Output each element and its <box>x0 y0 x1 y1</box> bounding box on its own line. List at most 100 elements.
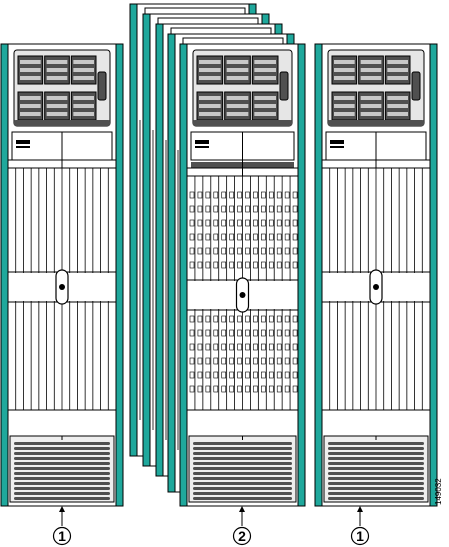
card-ejector <box>276 357 282 365</box>
card-ejector <box>261 329 266 337</box>
card-ejector <box>261 261 266 269</box>
card-ejector <box>197 329 203 337</box>
tray-base <box>193 120 292 126</box>
module-slot <box>226 76 249 80</box>
card-ejector <box>276 247 282 255</box>
card-ejector <box>245 191 250 199</box>
module-slot <box>73 104 94 108</box>
card-ejector <box>292 371 298 379</box>
module-slot <box>46 60 68 64</box>
card-ejector <box>197 385 203 393</box>
card-ejector <box>197 233 203 241</box>
card-ejector <box>253 315 258 323</box>
module-slot <box>387 60 408 64</box>
vent-slat <box>193 472 292 475</box>
card-ejector <box>205 385 211 393</box>
module-slot <box>20 76 41 80</box>
card-ejector <box>237 219 242 227</box>
card-ejector <box>189 385 195 393</box>
card-ejector <box>213 343 219 351</box>
module-slot <box>73 112 94 116</box>
module-slot <box>254 104 276 108</box>
card-ejector <box>221 219 227 227</box>
card-ejector <box>221 205 227 213</box>
module-slot <box>254 60 276 64</box>
card-ejector <box>221 357 227 365</box>
card-ejector <box>205 261 211 269</box>
card-ejector <box>213 247 219 255</box>
module-slot <box>46 68 68 72</box>
card-ejector <box>237 233 242 241</box>
vent-slat <box>328 457 424 460</box>
card-ejector <box>261 191 266 199</box>
vent-slat <box>14 472 110 475</box>
card-ejector <box>253 357 258 365</box>
vent-slat <box>193 452 292 455</box>
card-ejector <box>268 329 274 337</box>
module-slot <box>20 68 41 72</box>
logo-mark-icon <box>16 140 30 144</box>
card-ejector <box>284 343 290 351</box>
card-ejector <box>253 329 258 337</box>
card-ejector <box>284 357 290 365</box>
card-ejector <box>221 343 227 351</box>
module-slot <box>387 96 408 100</box>
card-ejector <box>197 219 203 227</box>
card-ejector <box>253 385 258 393</box>
tray-handle <box>279 71 289 101</box>
callout-right: 1 <box>350 506 370 546</box>
card-ejector <box>221 233 227 241</box>
module-slot <box>387 112 408 116</box>
module-slot <box>199 104 221 108</box>
card-ejector <box>205 191 211 199</box>
card-ejector <box>276 385 282 393</box>
card-ejector <box>213 191 219 199</box>
card-ejector <box>268 261 274 269</box>
card-ejector <box>284 233 290 241</box>
card-ejector <box>189 191 195 199</box>
card-ejector <box>197 357 203 365</box>
card-ejector <box>229 233 234 241</box>
vent-slat <box>328 497 424 500</box>
latch-knob-icon <box>239 292 246 298</box>
card-ejector <box>253 371 258 379</box>
card-ejector <box>221 191 227 199</box>
card-ejector <box>253 247 258 255</box>
card-ejector <box>237 247 242 255</box>
vent-slat <box>193 442 292 445</box>
card-ejector <box>229 205 234 213</box>
module-slot <box>360 112 382 116</box>
module-slot <box>199 60 221 64</box>
card-ejector <box>213 329 219 337</box>
card-ejector <box>284 261 290 269</box>
card-ejector <box>261 233 266 241</box>
card-ejector <box>197 371 203 379</box>
module-slot <box>334 68 355 72</box>
module-slot <box>254 68 276 72</box>
card-ejector <box>229 247 234 255</box>
card-ejector <box>229 329 234 337</box>
vent-slat <box>14 462 110 465</box>
card-ejector <box>292 343 298 351</box>
logo-mark-icon <box>330 146 344 148</box>
vent-slat <box>193 477 292 480</box>
tray-base <box>14 120 110 126</box>
card-ejector <box>276 315 282 323</box>
vent-slat <box>328 487 424 490</box>
card-ejector <box>253 191 258 199</box>
card-ejector <box>268 371 274 379</box>
right-rail <box>429 43 438 507</box>
module-slot <box>387 76 408 80</box>
module-slot <box>46 112 68 116</box>
card-ejector <box>213 261 219 269</box>
module-slot <box>334 104 355 108</box>
vent-slat <box>193 497 292 500</box>
card-ejector <box>205 219 211 227</box>
vent-slat <box>14 492 110 495</box>
card-ejector <box>276 343 282 351</box>
card-ejector <box>229 315 234 323</box>
card-ejector <box>189 233 195 241</box>
module-slot <box>254 96 276 100</box>
vent-slat <box>193 492 292 495</box>
card-ejector <box>229 261 234 269</box>
